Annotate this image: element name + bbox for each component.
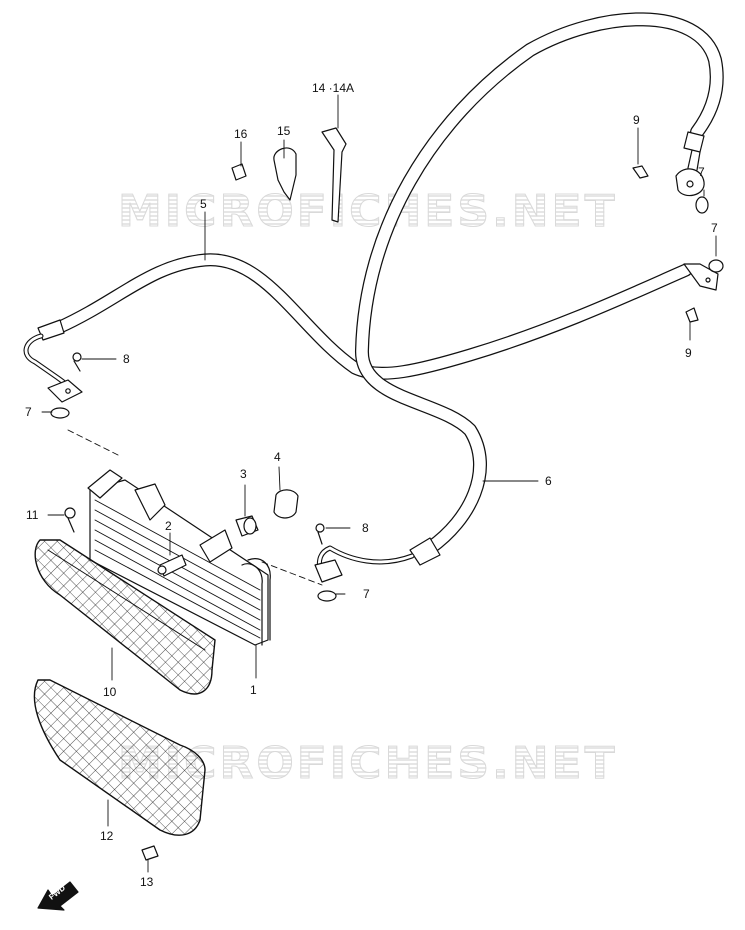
callout-8-top: 8 (123, 352, 130, 366)
callout-16: 16 (234, 127, 248, 141)
bolt-2 (157, 554, 187, 577)
callout-12: 12 (100, 829, 114, 843)
ring-7-right-top (695, 196, 709, 214)
guard-12 (33, 679, 206, 836)
callout-6: 6 (545, 474, 552, 488)
callout-13: 13 (140, 875, 154, 889)
hose-5 (23, 253, 719, 403)
callout-3: 3 (240, 467, 247, 481)
callout-10: 10 (103, 685, 117, 699)
callout-8-center: 8 (362, 521, 369, 535)
tie-14 (321, 127, 347, 223)
bolt-11 (64, 507, 76, 533)
ring-7-center (317, 590, 337, 602)
callout-2: 2 (165, 519, 172, 533)
callout-9-bottom: 9 (685, 346, 692, 360)
bolt-16 (231, 163, 247, 181)
callout-7-left: 7 (25, 405, 32, 419)
bolt-9-top (632, 165, 649, 179)
callout-14: 14 ·14A (312, 81, 355, 95)
leader-lines (41, 94, 717, 873)
bolt-8-center (315, 523, 325, 545)
ring-7-right-mid (708, 259, 724, 273)
bolt-9-bottom (685, 307, 699, 323)
hose-6 (314, 12, 724, 583)
callout-11: 11 (26, 508, 39, 522)
callout-1: 1 (250, 683, 257, 697)
bolt-13 (141, 845, 159, 861)
clamp-15 (273, 147, 297, 201)
callout-7-right-mid: 7 (711, 221, 718, 235)
bushing-3 (235, 515, 259, 537)
callout-7-center: 7 (363, 587, 370, 601)
callout-15: 15 (277, 124, 291, 138)
callout-4: 4 (274, 450, 281, 464)
guard-10 (34, 539, 216, 695)
fwd-arrow (37, 881, 79, 911)
callout-5: 5 (200, 197, 207, 211)
ring-7-left (50, 407, 70, 419)
cushion-4 (273, 489, 299, 519)
watermark-top: MICROFICHES.NET (118, 186, 618, 238)
bolt-8-top (72, 352, 82, 372)
callout-7-right-top: 7 (698, 165, 705, 179)
callout-9-top: 9 (633, 113, 640, 127)
